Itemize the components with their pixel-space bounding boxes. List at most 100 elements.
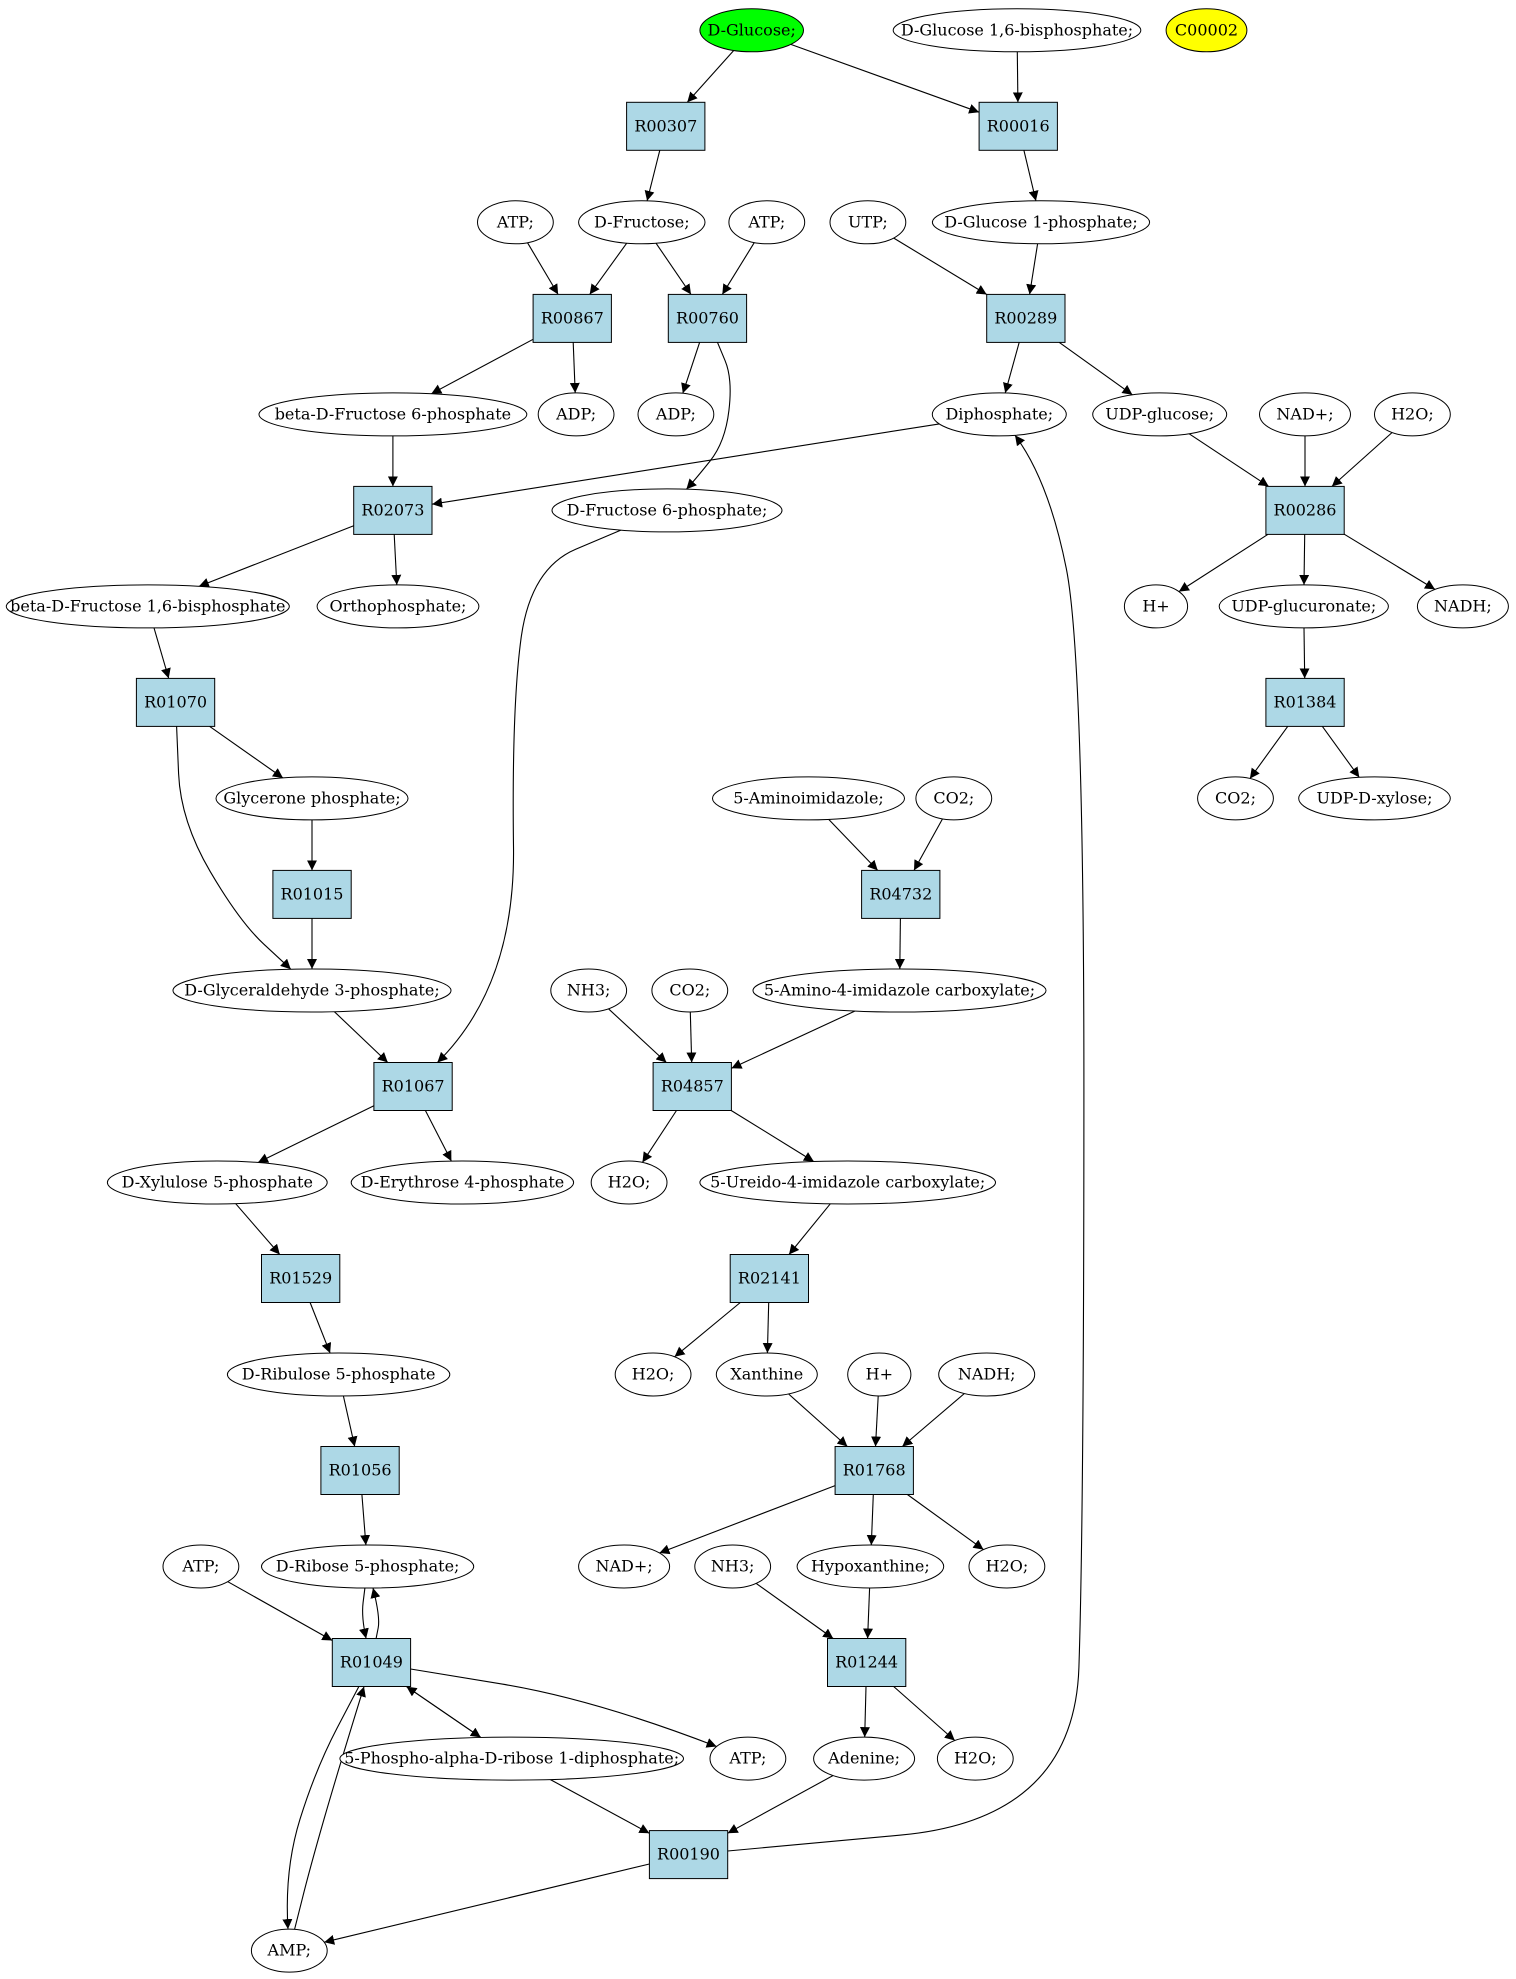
compound-ellipse	[892, 8, 1142, 53]
reaction-node-r00867[interactable]: R00867	[532, 293, 612, 343]
compound-ellipse	[614, 1352, 692, 1397]
compound-node-glycerone[interactable]: Glycerone phosphate;	[215, 776, 409, 821]
reaction-node-r00307[interactable]: R00307	[626, 101, 706, 151]
compound-node-f6p[interactable]: D-Fructose 6-phosphate;	[551, 488, 783, 533]
compound-node-udpglucose[interactable]: UDP-glucose;	[1092, 392, 1228, 437]
edge-r01384-to-udpxylose	[1321, 726, 1360, 778]
reaction-node-r00760[interactable]: R00760	[667, 293, 748, 343]
compound-node-utp[interactable]: UTP;	[829, 200, 907, 245]
compound-node-ru5p[interactable]: D-Ribulose 5-phosphate	[226, 1352, 451, 1397]
reaction-node-r01070[interactable]: R01070	[135, 677, 216, 727]
compound-node-bf6p[interactable]: beta-D-Fructose 6-phosphate	[258, 392, 528, 437]
compound-node-nadh2[interactable]: NADH;	[938, 1352, 1036, 1397]
compound-node-atp2[interactable]: ATP;	[728, 200, 806, 245]
compound-node-r5p[interactable]: D-Ribose 5-phosphate;	[261, 1544, 475, 1589]
compound-node-udpxylose[interactable]: UDP-D-xylose;	[1298, 776, 1451, 821]
node-label: R00286	[1274, 500, 1337, 519]
compound-node-bf16bp[interactable]: beta-D-Fructose 1,6-bisphosphate	[5, 584, 290, 629]
edge-adenine-to-r00190	[727, 1775, 834, 1834]
compound-node-g1p[interactable]: D-Glucose 1-phosphate;	[931, 200, 1151, 245]
node-label: R02073	[361, 500, 424, 519]
compound-node-adp2[interactable]: ADP;	[637, 392, 715, 437]
compound-node-diphosphate[interactable]: Diphosphate;	[931, 392, 1067, 437]
edge-r01056-to-r5p	[360, 1494, 371, 1546]
compound-ellipse	[712, 776, 905, 821]
node-label: R02141	[738, 1269, 801, 1288]
compound-node-co2b[interactable]: CO2;	[1197, 776, 1274, 821]
compound-node-amp[interactable]: AMP;	[250, 1928, 328, 1973]
node-label: CO2;	[1215, 788, 1256, 807]
reaction-node-r01015[interactable]: R01015	[272, 869, 352, 919]
reaction-node-r01056[interactable]: R01056	[320, 1446, 400, 1495]
compound-node-hplus2[interactable]: H+	[847, 1352, 912, 1397]
reaction-node-r01768[interactable]: R01768	[834, 1446, 914, 1495]
compound-node-h2o5[interactable]: H2O;	[936, 1736, 1014, 1781]
node-label: D-Glucose 1-phosphate;	[944, 212, 1137, 231]
compound-node-glucose[interactable]: D-Glucose;	[699, 8, 805, 53]
edges-layer	[153, 43, 1436, 1945]
edge-hypoxanthine-to-r01244	[862, 1587, 873, 1639]
reaction-node-r02141[interactable]: R02141	[729, 1254, 810, 1303]
compound-node-uic[interactable]: 5-Ureido-4-imidazole carboxylate;	[699, 1160, 997, 1205]
node-label: NH3;	[567, 981, 611, 1000]
reaction-node-r04857[interactable]: R04857	[652, 1062, 732, 1111]
edge-r01049-to-r5p	[370, 1587, 381, 1639]
edge-r00760-to-f6p	[685, 342, 731, 490]
compound-node-c00002[interactable]: C00002	[1165, 8, 1248, 53]
compound-node-orthophosphate[interactable]: Orthophosphate;	[316, 584, 480, 629]
compound-node-prpp[interactable]: 5-Phospho-alpha-D-ribose 1-diphosphate;	[339, 1736, 685, 1781]
compound-node-e4p[interactable]: D-Erythrose 4-phosphate	[350, 1160, 575, 1205]
edge-r00016-to-g1p	[1023, 150, 1039, 202]
compound-node-xu5p[interactable]: D-Xylulose 5-phosphate	[106, 1160, 328, 1205]
compound-node-aminoimidazole[interactable]: 5-Aminoimidazole;	[712, 776, 905, 821]
compound-node-udpglucuronate[interactable]: UDP-glucuronate;	[1218, 584, 1389, 629]
compound-node-atp3[interactable]: ATP;	[162, 1544, 240, 1589]
reaction-box	[626, 101, 706, 151]
reaction-node-r01529[interactable]: R01529	[261, 1254, 341, 1303]
compound-node-g3p[interactable]: D-Glyceraldehyde 3-phosphate;	[172, 968, 452, 1013]
compound-node-adp1[interactable]: ADP;	[537, 392, 615, 437]
compound-node-nadh1[interactable]: NADH;	[1416, 584, 1509, 629]
compound-node-h2o1[interactable]: H2O;	[1374, 392, 1451, 437]
compound-node-hypoxanthine[interactable]: Hypoxanthine;	[796, 1544, 945, 1589]
compound-node-nh3a[interactable]: NH3;	[550, 968, 628, 1013]
edge-r04857-to-h2o2	[641, 1110, 677, 1163]
reaction-node-r01049[interactable]: R01049	[331, 1638, 412, 1687]
compound-node-hplus1[interactable]: H+	[1123, 584, 1189, 629]
compound-node-fructose[interactable]: D-Fructose;	[578, 200, 706, 245]
compound-node-nh3b[interactable]: NH3;	[694, 1544, 772, 1589]
compound-ellipse	[258, 392, 528, 437]
compound-node-atp1[interactable]: ATP;	[477, 200, 554, 245]
compound-node-h2o4[interactable]: H2O;	[968, 1544, 1046, 1589]
reaction-node-r01244[interactable]: R01244	[827, 1638, 907, 1687]
reaction-node-r00190[interactable]: R00190	[648, 1830, 729, 1880]
edge-r01384-to-co2b	[1249, 726, 1289, 779]
compound-node-h2o2[interactable]: H2O;	[590, 1160, 668, 1205]
node-label: D-Fructose 6-phosphate;	[567, 500, 768, 519]
compound-ellipse	[5, 584, 290, 629]
edge-nh3a-to-r04857	[608, 1008, 667, 1063]
compound-node-co2c[interactable]: CO2;	[651, 968, 729, 1013]
node-label: NAD+;	[596, 1557, 653, 1576]
compound-node-adenine[interactable]: Adenine;	[813, 1736, 916, 1781]
compound-node-h2o3[interactable]: H2O;	[614, 1352, 692, 1397]
edge-g16bp-to-r00016	[1012, 51, 1023, 103]
compound-node-co2a[interactable]: CO2;	[915, 776, 993, 821]
reaction-node-r00016[interactable]: R00016	[978, 101, 1058, 151]
compound-ellipse	[1092, 392, 1228, 437]
compound-ellipse	[699, 1160, 997, 1205]
reaction-node-r04732[interactable]: R04732	[861, 869, 941, 919]
compound-node-nadp1[interactable]: NAD+;	[1259, 392, 1351, 437]
reaction-node-r01067[interactable]: R01067	[373, 1062, 453, 1111]
compound-node-aic[interactable]: 5-Amino-4-imidazole carboxylate;	[752, 968, 1047, 1013]
reaction-node-r01384[interactable]: R01384	[1265, 677, 1345, 727]
compound-node-g16bp[interactable]: D-Glucose 1,6-bisphosphate;	[892, 8, 1142, 53]
compound-node-xanthine[interactable]: Xanthine	[715, 1352, 818, 1397]
compound-node-nadp2[interactable]: NAD+;	[578, 1544, 671, 1589]
edge-glucose-to-r00016	[790, 43, 980, 114]
compound-ellipse	[578, 1544, 671, 1589]
reaction-node-r00289[interactable]: R00289	[986, 293, 1066, 343]
reaction-node-r02073[interactable]: R02073	[353, 485, 433, 535]
reaction-node-r00286[interactable]: R00286	[1265, 485, 1345, 535]
compound-node-atp4[interactable]: ATP;	[709, 1736, 787, 1781]
